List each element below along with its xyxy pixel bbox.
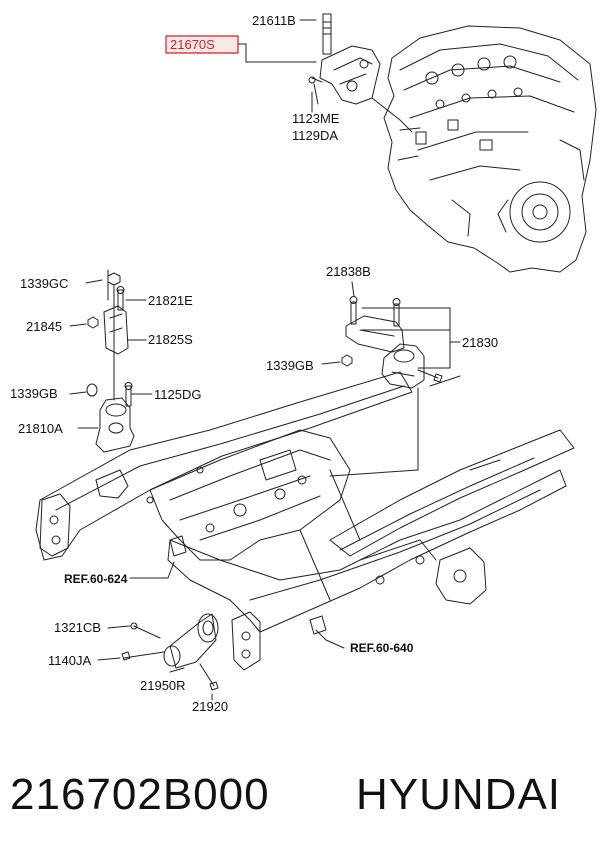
label-21611B: 21611B bbox=[252, 13, 296, 28]
footer: 216702B000 HYUNDAI bbox=[0, 770, 600, 840]
label-21920: 21920 bbox=[192, 699, 228, 714]
label-1339GB-left: 1339GB bbox=[10, 386, 58, 401]
label-21821E: 21821E bbox=[148, 293, 193, 308]
diagram-svg: 21611B 21670S 1123ME 1129DA 1339GC 21821… bbox=[10, 13, 597, 714]
label-21810A: 21810A bbox=[18, 421, 63, 436]
label-21670S: 21670S bbox=[170, 37, 215, 52]
label-21845: 21845 bbox=[26, 319, 62, 334]
label-1129DA: 1129DA bbox=[292, 128, 338, 143]
engine-block bbox=[383, 25, 597, 273]
highlight-box bbox=[165, 35, 239, 54]
label-ref-60-624: REF.60-624 bbox=[64, 572, 128, 586]
label-21825S: 21825S bbox=[148, 332, 193, 347]
label-ref-60-640: REF.60-640 bbox=[350, 641, 414, 655]
label-1125DG: 1125DG bbox=[154, 387, 201, 402]
part-number: 216702B000 bbox=[10, 770, 270, 819]
roll-rod bbox=[121, 613, 219, 691]
label-1123ME: 1123ME bbox=[292, 111, 340, 126]
brand-name: HYUNDAI bbox=[356, 770, 562, 819]
label-21830: 21830 bbox=[462, 335, 498, 350]
right-mount bbox=[341, 296, 443, 389]
label-21950R: 21950R bbox=[140, 678, 186, 693]
left-mount-stack bbox=[86, 269, 135, 453]
label-21838B: 21838B bbox=[326, 264, 371, 279]
label-1321CB: 1321CB bbox=[54, 620, 101, 635]
label-1339GC: 1339GC bbox=[20, 276, 68, 291]
label-1140JA: 1140JA bbox=[48, 653, 91, 668]
label-1339GB-right: 1339GB bbox=[266, 358, 314, 373]
engine-mount-bracket bbox=[308, 13, 413, 133]
subframe bbox=[35, 371, 575, 671]
